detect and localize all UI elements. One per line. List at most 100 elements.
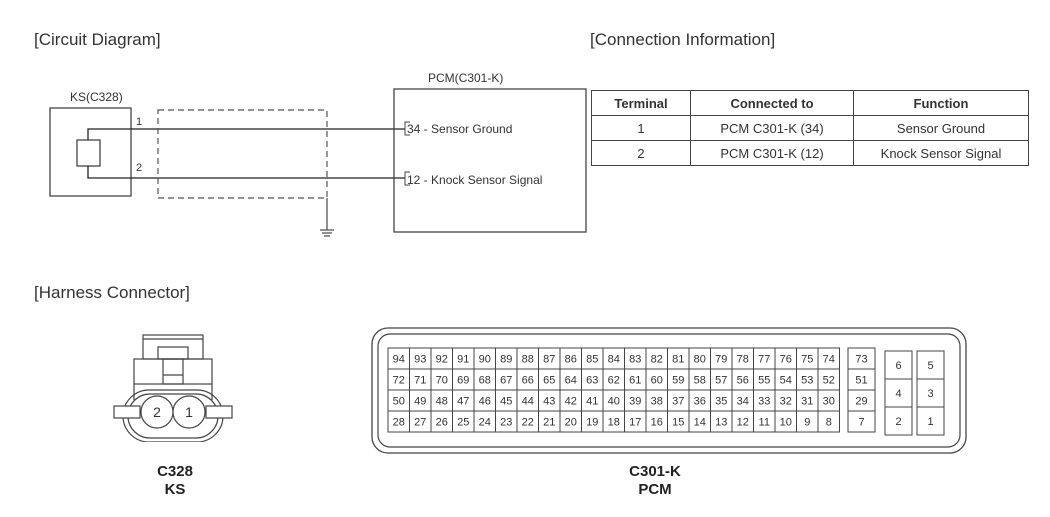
pcm-pin-27-label: 27 — [414, 417, 426, 429]
table-header-row: Terminal Connected to Function — [591, 90, 1029, 116]
sensor-pin-1: 1 — [136, 116, 142, 128]
wire-sensor-ground — [87, 128, 360, 140]
pcm-pin-41-label: 41 — [586, 396, 598, 408]
pcm-pin-87-label: 87 — [543, 354, 555, 366]
pcm-pin-31-label: 31 — [801, 396, 813, 408]
pcm-pin-2-label: 2 — [895, 416, 901, 428]
pcm-pin-70-label: 70 — [436, 375, 448, 387]
harness-connector-title: [Harness Connector] — [34, 283, 190, 302]
pcm-pin-1 — [916, 406, 945, 436]
pcm-pin-9-label: 9 — [804, 417, 810, 429]
pcm-pin-68-label: 68 — [479, 375, 491, 387]
pcm-pin-13-label: 13 — [715, 417, 727, 429]
pin-bracket-34 — [404, 121, 410, 136]
pcm-pin-8-label: 8 — [826, 417, 832, 429]
pcm-pin-29-label: 29 — [855, 396, 867, 408]
pcm-pin-4-label: 4 — [895, 388, 901, 400]
pcm-pin-34-label: 34 — [737, 396, 749, 408]
header-terminal: Terminal — [591, 90, 691, 116]
cell-connected-to: PCM C301-K (34) — [690, 115, 854, 141]
ks-connector-name: KS — [164, 481, 186, 498]
pcm-pin-21-label: 21 — [543, 417, 555, 429]
circuit-diagram-title: [Circuit Diagram] — [34, 30, 161, 49]
pcm-connector-id: C301-K — [629, 463, 681, 480]
pcm-pin-74-label: 74 — [823, 354, 835, 366]
pcm-pin-6-label: 6 — [895, 360, 901, 372]
pcm-pin-72-label: 72 — [393, 375, 405, 387]
pcm-pin-32-label: 32 — [780, 396, 792, 408]
pcm-pin-25-label: 25 — [457, 417, 469, 429]
ks-connector-caption: C328 KS — [120, 463, 230, 499]
ks-pin-2-label: 2 — [153, 404, 161, 420]
pcm-pin-44-label: 44 — [522, 396, 534, 408]
pcm-pin-11-label: 11 — [759, 417, 770, 429]
pcm-pin-56-label: 56 — [737, 375, 749, 387]
pcm-pin-15-label: 15 — [672, 417, 684, 429]
cell-connected-to: PCM C301-K (12) — [690, 140, 854, 166]
pcm-pin-43-label: 43 — [543, 396, 555, 408]
pcm-label: PCM(C301-K) — [428, 71, 503, 85]
pin-bracket-12 — [404, 171, 410, 186]
pcm-pin-8 — [817, 410, 840, 433]
pcm-pin-33-label: 33 — [758, 396, 770, 408]
shield-outline — [157, 109, 328, 199]
knock-sensor-box — [49, 107, 132, 197]
pcm-pin-67-label: 67 — [500, 375, 512, 387]
pcm-pin-91-label: 91 — [457, 354, 469, 366]
pcm-pin-76-label: 76 — [780, 354, 792, 366]
ks-pin-1 — [172, 395, 206, 429]
pcm-pin-89-label: 89 — [500, 354, 512, 366]
pcm-pin-42-label: 42 — [565, 396, 577, 408]
pcm-pin-58-label: 58 — [694, 375, 706, 387]
pcm-pin-22-label: 22 — [522, 417, 534, 429]
sensor-label: KS(C328) — [70, 90, 123, 104]
pcm-pin-5-label: 5 — [927, 360, 933, 372]
pcm-pin-47-label: 47 — [457, 396, 469, 408]
pcm-pin-82-label: 82 — [651, 354, 663, 366]
circuit-diagram: KS(C328) 1 2 PCM(C301-K) 34 - Sensor Gro… — [49, 71, 587, 237]
pcm-pin-36-label: 36 — [694, 396, 706, 408]
pcm-pin-51-label: 51 — [855, 375, 867, 387]
pcm-pin-50-label: 50 — [393, 396, 405, 408]
pcm-connector-name: PCM — [638, 481, 672, 498]
pcm-pin-85-label: 85 — [586, 354, 598, 366]
pcm-pin-24-label: 24 — [479, 417, 491, 429]
cell-terminal: 2 — [591, 140, 691, 166]
pcm-pin-57-label: 57 — [715, 375, 727, 387]
ground-icon — [320, 229, 334, 237]
sensor-element-icon — [76, 139, 101, 167]
pcm-pin-7 — [847, 410, 876, 433]
pcm-pin-52-label: 52 — [823, 375, 835, 387]
pcm-pin-38-label: 38 — [651, 396, 663, 408]
pcm-pin-83-label: 83 — [629, 354, 641, 366]
pcm-pin-65-label: 65 — [543, 375, 555, 387]
pcm-pin-80-label: 80 — [694, 354, 706, 366]
pcm-pin-7-label: 7 — [858, 417, 864, 429]
pcm-pin-81-label: 81 — [672, 354, 684, 366]
pcm-pin-78-label: 78 — [737, 354, 749, 366]
cell-function: Sensor Ground — [853, 115, 1029, 141]
pcm-pin-63-label: 63 — [586, 375, 598, 387]
pcm-pin-90-label: 90 — [479, 354, 491, 366]
cell-function: Knock Sensor Signal — [853, 140, 1029, 166]
pcm-pin-19-label: 19 — [586, 417, 598, 429]
pcm-pin-4 — [884, 378, 913, 408]
ks-connector-id: C328 — [157, 463, 193, 480]
pcm-connector-outer — [371, 327, 967, 454]
pcm-pin-37-label: 37 — [672, 396, 684, 408]
pcm-pin-14-label: 14 — [694, 417, 706, 429]
pcm-connector-caption: C301-K PCM — [600, 463, 710, 499]
pcm-pin-73-label: 73 — [855, 354, 867, 366]
pcm-pin-45-label: 45 — [500, 396, 512, 408]
ks-connector-drawing: 2 1 — [113, 334, 233, 442]
pcm-pin-84-label: 84 — [608, 354, 620, 366]
pcm-pin-46-label: 46 — [479, 396, 491, 408]
connection-table: Terminal Connected to Function 1 PCM C30… — [591, 90, 1029, 166]
pcm-pin-23-label: 23 — [500, 417, 512, 429]
pcm-pin-71-label: 71 — [414, 375, 426, 387]
pcm-pin-55-label: 55 — [758, 375, 770, 387]
ks-pin-1-label: 1 — [185, 404, 193, 420]
sensor-pin-2: 2 — [136, 162, 142, 174]
